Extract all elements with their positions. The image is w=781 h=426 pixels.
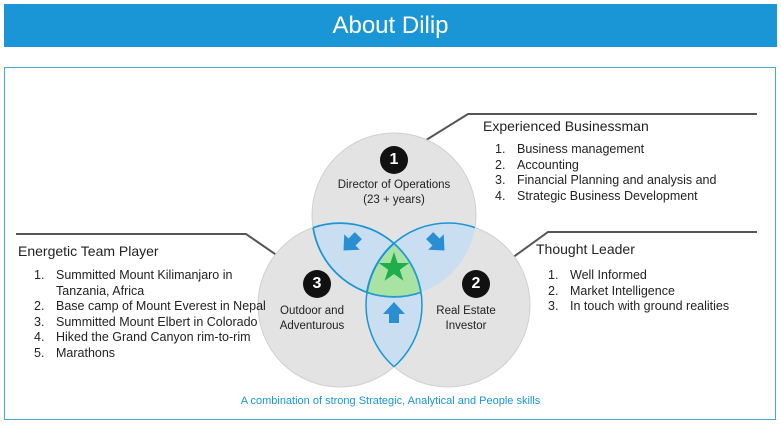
star-icon <box>378 252 410 281</box>
circle-top-line1: Director of Operations <box>337 179 451 191</box>
page-title: About Dilip <box>4 4 777 47</box>
circle-top-label: Director of Operations (23 + years) <box>330 178 458 208</box>
badge-2: 2 <box>462 270 490 298</box>
circle-left-line2: Adventurous <box>279 320 345 332</box>
circle-right-line1: Real Estate <box>436 305 496 317</box>
list-item: 4.Strategic Business Development <box>495 188 698 203</box>
content-frame <box>4 67 776 420</box>
team-heading: Energetic Team Player <box>18 243 159 259</box>
circle-right-line2: Investor <box>445 320 487 332</box>
circle-left-line1: Outdoor and <box>280 305 344 317</box>
circle-left-label: Outdoor and Adventurous <box>270 304 354 334</box>
badge-3: 3 <box>303 270 331 298</box>
list-item: 2.Market Intelligence <box>548 283 675 298</box>
badge-1: 1 <box>380 146 408 174</box>
list-item: 3.Financial Planning and analysis and <box>495 173 717 187</box>
thought-heading: Thought Leader <box>536 241 635 257</box>
arrow-down-left-icon <box>426 232 445 251</box>
list-item: 2.Accounting <box>495 157 579 172</box>
list-item: 5.Marathons <box>34 345 116 360</box>
list-item: 1.Business management <box>495 142 645 156</box>
arrow-up-icon <box>383 302 405 323</box>
businessman-list: 1.Business management 2.Accounting 3.Fin… <box>495 142 716 204</box>
tagline: A combination of strong Strategic, Analy… <box>240 395 541 407</box>
arrow-down-right-icon <box>343 232 362 251</box>
list-item: 3.In touch with ground realities <box>548 299 730 313</box>
circle-top-line2: (23 + years) <box>363 194 425 206</box>
circle-right-label: Real Estate Investor <box>424 304 508 334</box>
thought-list: 1.Well Informed 2.Market Intelligence 3.… <box>548 268 729 315</box>
list-item: 3.Summitted Mount Elbert in Colorado <box>34 314 258 329</box>
businessman-heading: Experienced Businessman <box>483 118 649 134</box>
list-item: 4.Hiked the Grand Canyon rim-to-rim <box>34 330 251 344</box>
list-item: 1.Well Informed <box>548 268 647 282</box>
list-item: 2.Base camp of Mount Everest in Nepal <box>34 299 266 313</box>
